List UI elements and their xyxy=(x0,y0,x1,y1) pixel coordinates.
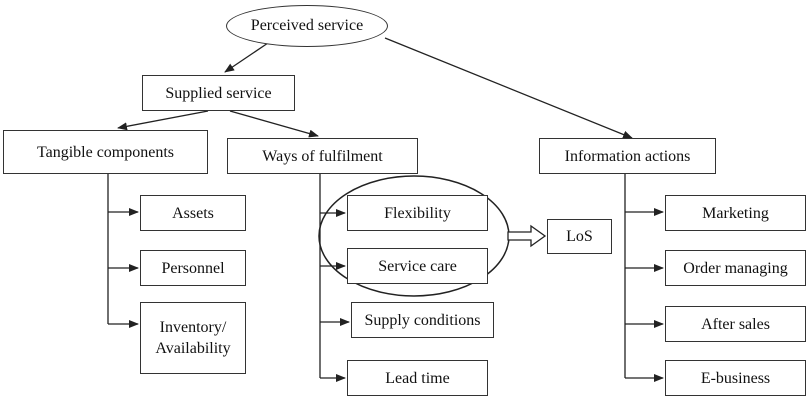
inventory-label: Inventory/ xyxy=(159,319,227,336)
hollow-arrow-to-los xyxy=(507,224,547,248)
root-perceived-service: Perceived service xyxy=(226,5,388,47)
tangible-components-box: Tangible components xyxy=(3,130,208,174)
flexibility-box: Flexibility xyxy=(347,195,488,231)
arrow-root-to-supplied xyxy=(224,42,269,73)
availability-label: Availability xyxy=(155,340,231,357)
arrow-supplied-to-fulfilment xyxy=(229,110,319,138)
supply-conditions-box: Supply conditions xyxy=(351,302,494,338)
los-box: LoS xyxy=(547,219,612,254)
information-actions-box: Information actions xyxy=(539,138,716,174)
marketing-box: Marketing xyxy=(665,195,806,231)
inventory-availability-box: Inventory/ Availability xyxy=(140,302,246,374)
arrow-root-to-information xyxy=(384,37,633,139)
e-business-box: E-business xyxy=(665,360,806,396)
order-managing-box: Order managing xyxy=(665,250,806,286)
after-sales-box: After sales xyxy=(665,306,806,342)
assets-box: Assets xyxy=(140,195,246,231)
ways-of-fulfilment-box: Ways of fulfilment xyxy=(227,138,418,174)
personnel-box: Personnel xyxy=(140,250,246,286)
arrow-supplied-to-tangible xyxy=(117,110,209,131)
service-care-box: Service care xyxy=(347,248,488,284)
supplied-service-box: Supplied service xyxy=(142,75,295,111)
lead-time-box: Lead time xyxy=(347,360,488,396)
